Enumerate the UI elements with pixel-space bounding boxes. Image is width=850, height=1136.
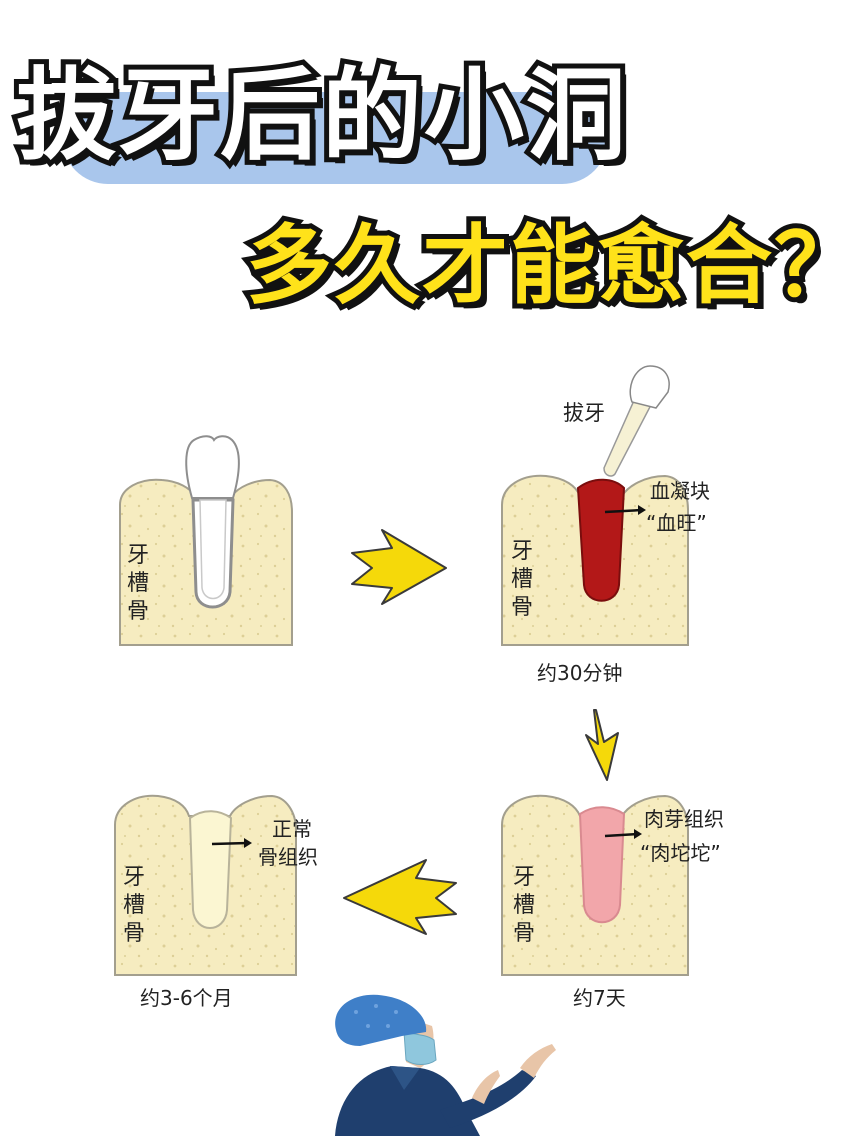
granulation-tissue bbox=[578, 806, 626, 924]
extraction-label: 拔牙 bbox=[563, 401, 605, 425]
bone-label-1: 牙 bbox=[127, 543, 149, 568]
stage-3-granulation: 肉芽组织 “肉坨坨” 牙 槽 骨 约7天 bbox=[501, 794, 724, 1010]
left-arrow-icon bbox=[343, 859, 457, 935]
title-line-2: 多久才能愈合？ bbox=[241, 211, 850, 321]
granulation-callout-2: “肉坨坨” bbox=[640, 841, 721, 865]
time-label: 约3-6个月 bbox=[140, 986, 233, 1010]
bone-label-3: 骨 bbox=[123, 921, 145, 946]
time-label: 约30分钟 bbox=[537, 661, 622, 685]
stage-4-new-bone: 正常 骨组织 牙 槽 骨 约3-6个月 bbox=[114, 794, 318, 1010]
down-arrow-icon bbox=[585, 709, 619, 781]
clot-pointer-head bbox=[638, 505, 646, 515]
blood-clot bbox=[576, 478, 626, 602]
bone-label-3: 骨 bbox=[513, 921, 535, 946]
bone-label-1: 牙 bbox=[513, 865, 535, 890]
granulation-callout-1: 肉芽组织 bbox=[644, 807, 724, 831]
stage-2-blood-clot: 拔牙 血凝块 “血旺” 牙 槽 骨 约30分钟 bbox=[501, 365, 710, 685]
title-line-1: 拔牙后的小洞 bbox=[11, 52, 631, 179]
bone-label-1: 牙 bbox=[511, 539, 533, 564]
right-arrow-icon bbox=[351, 529, 447, 605]
new-bone-pointer bbox=[211, 841, 249, 846]
stage-1-intact-tooth: 牙 槽 骨 bbox=[119, 435, 293, 646]
new-bone-tissue bbox=[188, 810, 233, 929]
clot-pointer bbox=[604, 508, 643, 514]
granulation-pointer bbox=[604, 832, 639, 838]
bone-label-2: 槽 bbox=[127, 571, 149, 596]
bone-label-2: 槽 bbox=[511, 567, 533, 592]
bone-label-1: 牙 bbox=[123, 865, 145, 890]
granulation-pointer-head bbox=[634, 829, 642, 839]
new-bone-callout-2: 骨组织 bbox=[258, 845, 318, 869]
tooth-root bbox=[199, 499, 227, 600]
bone-label-2: 槽 bbox=[123, 893, 145, 918]
title-highlight bbox=[62, 92, 608, 184]
clot-callout-1: 血凝块 bbox=[650, 479, 710, 503]
time-label: 约7天 bbox=[573, 986, 626, 1010]
nurse-figure bbox=[335, 994, 556, 1136]
new-bone-pointer-head bbox=[244, 838, 252, 848]
extracted-tooth-icon bbox=[603, 365, 670, 477]
new-bone-callout-1: 正常 bbox=[272, 817, 312, 841]
tooth-crown bbox=[185, 435, 240, 499]
bone-label-3: 骨 bbox=[511, 595, 533, 620]
bone-label-2: 槽 bbox=[513, 893, 535, 918]
clot-callout-2: “血旺” bbox=[646, 511, 707, 535]
bone-label-3: 骨 bbox=[127, 599, 149, 624]
